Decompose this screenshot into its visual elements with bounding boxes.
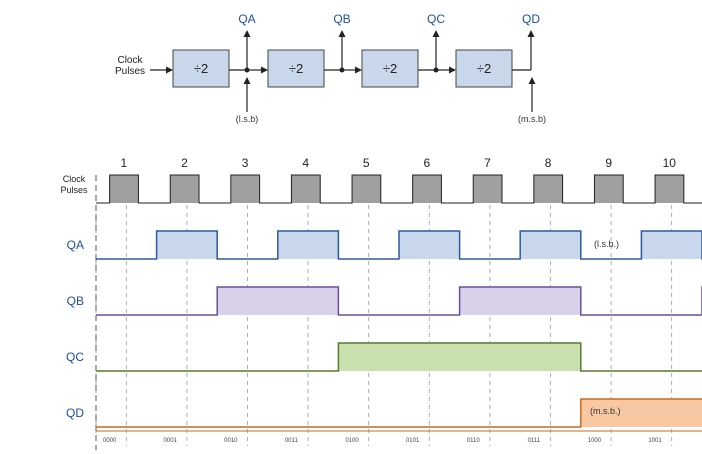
clock-pulse (655, 175, 684, 203)
output-arrowhead (527, 30, 535, 37)
clock-pulses-label-2: Pulses (60, 185, 88, 195)
qa-lsb-note: (l.s.b.) (594, 239, 619, 249)
stage-arrowhead (449, 66, 456, 74)
clock-pulse (109, 175, 139, 203)
pulse-number: 3 (242, 156, 249, 170)
signal-high-region (399, 231, 460, 259)
signal-high-region (580, 399, 702, 427)
pulse-number: 8 (545, 156, 552, 170)
clock-pulse (291, 175, 321, 203)
binary-count-label: 0111 (528, 438, 541, 444)
stage-arrowhead (355, 66, 362, 74)
binary-count-label: 0110 (467, 438, 481, 444)
clock-input-label-2: Pulses (115, 66, 145, 77)
block-diagram: Clock Pulses ÷2 QA ÷2 QB ÷2 QC ÷2 QD (l.s.b) (m… (115, 12, 546, 124)
binary-count-label: 0001 (164, 438, 178, 444)
output-label-qb: QB (333, 12, 350, 26)
stage-arrowhead (261, 66, 268, 74)
msb-label: (m.s.b) (518, 114, 546, 124)
signal-label-qd: QD (66, 406, 84, 420)
signal-label-qc: QC (66, 350, 84, 364)
signal-high-region (459, 287, 581, 315)
clock-pulse (170, 175, 200, 203)
signal-waveform-qa (96, 230, 702, 260)
pulse-number: 7 (484, 156, 491, 170)
pulse-number: 4 (302, 156, 309, 170)
lsb-label: (l.s.b) (236, 114, 259, 124)
divider-stages: ÷2 QA ÷2 QB ÷2 QC ÷2 QD (172, 12, 540, 112)
qd-msb-note: (m.s.b.) (590, 406, 621, 416)
divide-by-two-block (455, 49, 513, 88)
divide-by-two-label: ÷2 (194, 61, 208, 76)
binary-count-label: 0011 (285, 438, 299, 444)
divide-by-two-block (267, 49, 325, 88)
output-arrowhead (338, 30, 346, 37)
clock-waveform (96, 174, 702, 204)
clock-pulse (352, 175, 381, 203)
divide-by-two-block (361, 49, 419, 88)
pulse-number: 2 (181, 156, 188, 170)
timing-waveforms: 12345678910111213141516QAQBQCQD000000010… (66, 156, 702, 450)
pulse-number: 1 (121, 156, 128, 170)
clock-pulse (230, 175, 260, 203)
output-label-qc: QC (427, 12, 445, 26)
clock-pulse (594, 175, 624, 203)
divide-by-two-label: ÷2 (383, 61, 397, 76)
signal-high-region (277, 231, 339, 259)
signal-high-region (641, 231, 702, 259)
binary-count-label: 0010 (224, 438, 238, 444)
binary-count-label: 1000 (588, 438, 602, 444)
pulse-number: 5 (363, 156, 370, 170)
output-label-qa: QA (238, 12, 255, 26)
output-label-qd: QD (522, 12, 540, 26)
binary-count-label: 0101 (406, 438, 420, 444)
signal-waveform-qc (96, 342, 702, 372)
signal-label-qa: QA (67, 238, 84, 252)
signal-high-region (520, 231, 581, 259)
signal-high-region (217, 287, 339, 315)
bit-pointer-arrowhead (243, 77, 251, 84)
pulse-number: 9 (605, 156, 612, 170)
clock-pulses-label-1: Clock (63, 174, 86, 184)
input-arrowhead (166, 66, 173, 74)
signal-high-region (156, 231, 218, 259)
signal-high-region (338, 343, 581, 371)
divide-by-two-block (172, 49, 230, 88)
divide-by-two-label: ÷2 (289, 61, 303, 76)
output-arrowhead (432, 30, 440, 37)
signal-label-qb: QB (67, 294, 84, 308)
binary-count-label: 1001 (648, 438, 662, 444)
divide-by-two-label: ÷2 (477, 61, 491, 76)
output-arrowhead (243, 30, 251, 37)
signal-waveform-qd (96, 398, 702, 428)
binary-count-label: 0000 (103, 438, 117, 444)
clock-pulse (412, 175, 442, 203)
pulse-number: 10 (663, 156, 677, 170)
clock-pulse (473, 175, 503, 203)
bit-pointer-arrowhead (528, 77, 536, 84)
pulse-number: 6 (424, 156, 431, 170)
clock-pulse (533, 175, 563, 203)
signal-waveform-qb (96, 286, 702, 316)
clock-input-label-1: Clock (117, 55, 143, 66)
binary-count-label: 0100 (345, 438, 359, 444)
